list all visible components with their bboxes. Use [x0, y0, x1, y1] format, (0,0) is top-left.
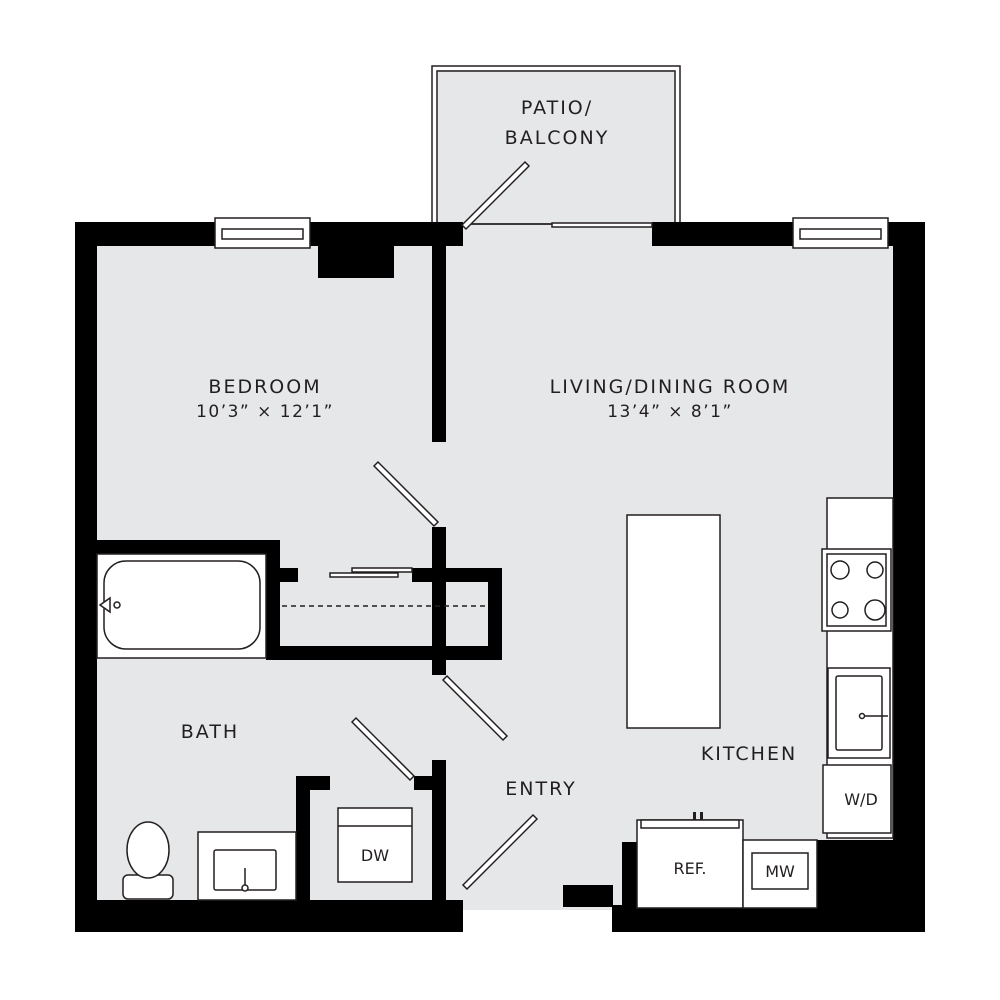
entry-label: ENTRY — [505, 778, 576, 800]
kitchen-island — [626, 514, 721, 729]
closet-slider-b — [351, 567, 413, 573]
wall-closet-stub — [280, 568, 298, 582]
walls — [75, 222, 925, 932]
bedroom-door — [372, 460, 440, 528]
wall-vanity-divider-stub — [296, 776, 330, 790]
vanity — [197, 831, 297, 901]
wall-closet-right — [488, 568, 502, 660]
kitchen-sink — [827, 667, 891, 759]
patio-door-swing — [460, 160, 531, 231]
wall-partition-mid — [432, 527, 446, 675]
window-living — [792, 217, 889, 249]
dishwasher-label: DW — [361, 846, 389, 865]
room-labels: PATIO/ BALCONY BEDROOM 10’3” × 12’1” LIV… — [181, 97, 797, 800]
refrigerator-label: REF. — [674, 859, 707, 878]
wall-bath-top — [95, 540, 280, 554]
washer-dryer: W/D — [822, 764, 892, 834]
wall-bottom-right — [612, 905, 925, 932]
living-dimensions: 13’4” × 8’1” — [607, 402, 733, 422]
entry-threshold — [462, 890, 562, 910]
bath-label: BATH — [181, 721, 239, 743]
burner-3 — [831, 601, 849, 619]
wall-left — [75, 222, 97, 932]
living-label: LIVING/DINING ROOM — [550, 376, 791, 398]
closet-slider-a — [329, 572, 399, 578]
doors — [329, 160, 653, 891]
bedroom-label: BEDROOM — [208, 376, 321, 398]
windows — [214, 217, 889, 249]
patio-label-line1: PATIO/ — [521, 97, 593, 119]
microwave: MW — [742, 839, 818, 909]
wall-bath-top-stub — [266, 540, 280, 660]
bedroom-dimensions: 10’3” × 12’1” — [196, 402, 334, 422]
entry-door — [461, 813, 539, 891]
bath-door-living — [441, 674, 509, 742]
tub-drain-icon — [98, 596, 111, 614]
wall-bottom-left — [75, 900, 463, 932]
wall-closet-bottom — [266, 646, 502, 660]
dishwasher: DW — [337, 807, 413, 883]
wall-top-left — [75, 222, 220, 246]
bathtub — [96, 553, 267, 659]
wall-top-right — [652, 222, 797, 246]
burner-2 — [866, 561, 884, 579]
burner-4 — [864, 599, 886, 621]
wall-partition-upper — [432, 240, 446, 442]
patio-label-line2: BALCONY — [505, 127, 610, 149]
bedroom-column — [318, 240, 394, 278]
bath-door — [350, 716, 416, 782]
cooktop — [821, 548, 892, 632]
wall-vanity-divider — [296, 776, 310, 900]
fridge-wall — [622, 842, 638, 912]
toilet — [122, 821, 174, 900]
microwave-label: MW — [765, 862, 795, 881]
washer-dryer-label: W/D — [844, 790, 878, 809]
wall-closet-top — [412, 568, 502, 582]
burner-1 — [830, 560, 850, 580]
window-bedroom — [214, 217, 311, 249]
refrigerator: REF. — [636, 812, 744, 909]
kitchen-label: KITCHEN — [701, 743, 797, 765]
entry-jamb-right — [563, 885, 613, 907]
patio-slider-panel — [551, 222, 653, 228]
wall-bath-lower — [432, 776, 446, 900]
wall-right — [893, 222, 925, 932]
